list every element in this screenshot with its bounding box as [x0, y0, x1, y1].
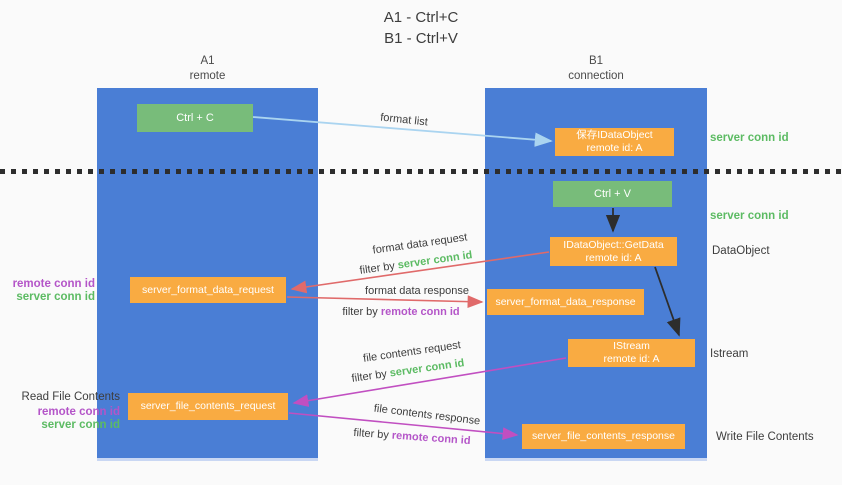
- node-file-request-label: server_file_contents_request: [140, 400, 276, 412]
- node-format-response-label: server_format_data_response: [495, 295, 636, 308]
- node-server-file-contents-request: server_file_contents_request: [128, 393, 288, 420]
- filter-by-text: filter by: [358, 260, 396, 277]
- filter-by-text: filter by: [342, 306, 378, 318]
- annotation-server-conn-id-format: server conn id: [16, 291, 95, 303]
- node-format-request-label: server_format_data_request: [142, 283, 274, 296]
- filter-by-text: filter by: [353, 426, 390, 442]
- annotation-remote-conn-id-format: remote conn id: [12, 278, 95, 290]
- annotation-remote-conn-id-file: remote conn id: [37, 406, 120, 418]
- server-conn-id-text: server conn id: [388, 357, 466, 380]
- title-line-1: A1 - Ctrl+C: [383, 9, 459, 26]
- remote-conn-id-text: remote conn id: [380, 306, 460, 318]
- lane-b1-name: B1: [588, 55, 604, 67]
- node-save-idataobject-line2: remote id: A: [586, 142, 643, 154]
- remote-conn-id-text: remote conn id: [391, 429, 471, 448]
- annotation-write-file-contents: Write File Contents: [716, 431, 814, 443]
- annotation-read-file-contents: Read File Contents: [21, 391, 120, 403]
- lane-header-a1: A1 remote: [97, 54, 318, 84]
- annotation-server-conn-id-file: server conn id: [41, 419, 120, 431]
- node-ctrl-v: Ctrl + V: [553, 181, 672, 207]
- annotation-server-conn-id-mid: server conn id: [710, 210, 789, 222]
- lane-b1-role: connection: [568, 70, 624, 82]
- dotted-separator-line: [0, 169, 842, 174]
- node-istream-line2: remote id: A: [603, 353, 660, 365]
- node-server-format-data-response: server_format_data_response: [487, 289, 644, 315]
- edge-label-format-list: format list: [379, 111, 429, 129]
- node-idataobject-getdata: IDataObject::GetData remote id: A: [550, 237, 677, 266]
- annotation-server-conn-id-top: server conn id: [710, 132, 789, 144]
- lane-a1-role: remote: [189, 70, 226, 82]
- node-server-format-data-request: server_format_data_request: [130, 277, 286, 303]
- lane-a1-name: A1: [200, 55, 215, 67]
- filter-by-text: filter by: [350, 368, 388, 385]
- annotation-dataobject: DataObject: [712, 245, 770, 257]
- node-file-response-label: server_file_contents_response: [531, 430, 675, 442]
- edge-label-format-data-response: format data response: [365, 285, 469, 297]
- node-ctrl-v-label: Ctrl + V: [594, 187, 631, 200]
- node-getdata-line1: IDataObject::GetData: [563, 238, 664, 251]
- node-save-idataobject: 保存IDataObject remote id: A: [555, 128, 674, 156]
- title-line-2: B1 - Ctrl+V: [384, 30, 458, 47]
- node-istream: IStream remote id: A: [568, 339, 695, 367]
- node-getdata-line2: remote id: A: [585, 251, 642, 264]
- node-save-idataobject-line1: 保存IDataObject: [576, 129, 653, 141]
- node-istream-line1: IStream: [613, 340, 650, 352]
- edge-label-file-contents-response: file contents response: [373, 402, 481, 428]
- lane-header-b1: B1 connection: [485, 54, 707, 84]
- diagram-title: A1 - Ctrl+C B1 - Ctrl+V: [0, 7, 842, 49]
- node-server-file-contents-response: server_file_contents_response: [522, 424, 685, 449]
- annotation-istream: Istream: [710, 348, 749, 360]
- node-ctrl-c: Ctrl + C: [137, 104, 253, 132]
- server-conn-id-text: server conn id: [396, 249, 474, 272]
- node-ctrl-c-label: Ctrl + C: [176, 111, 214, 124]
